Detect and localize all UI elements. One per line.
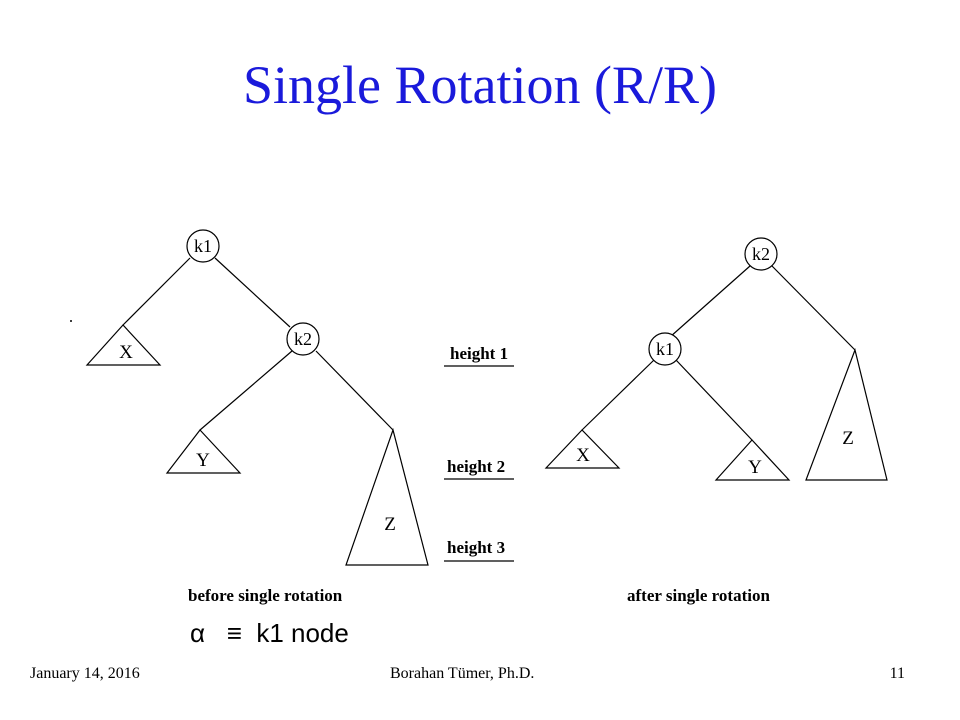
edge-after-k2-k1 [669,265,751,338]
edge-before-k2-z [315,350,394,431]
height-label-2: height 2 [447,457,505,476]
subtree-before-x-label: X [119,342,133,363]
subtree-after-x-label: X [576,445,590,466]
stray-dot [70,320,72,322]
edge-after-k2-z [771,265,856,351]
subtree-after-z [805,347,888,481]
footer-page-number: 11 [889,665,905,682]
slide-title: Single Rotation (R/R) [242,55,717,115]
caption-before: before single rotation [188,586,343,605]
subtree-before-z [345,427,429,566]
node-before-root-label: k1 [194,236,212,256]
footer-author: Borahan Tümer, Ph.D. [390,665,535,682]
node-after-child [648,332,682,366]
edge-before-k1-k2 [214,257,291,328]
subtree-before-y-label: Y [196,450,210,471]
legend: α ≡ k1 node [190,618,349,649]
edge-after-k1-x [581,359,655,431]
node-after-child-label: k1 [656,339,674,359]
edge-before-k2-y [199,350,293,431]
subtree-after-y-label: Y [748,457,762,478]
node-after-root [744,237,778,271]
subtree-before-x [85,324,162,366]
footer-date: January 14, 2016 [30,665,140,682]
node-before-child [286,322,320,356]
equiv-symbol: ≡ [226,618,242,648]
alpha-symbol: α [190,618,206,648]
node-before-root [186,229,220,263]
node-before-child-label: k2 [294,329,312,349]
subtree-before-z-label: Z [384,514,396,535]
subtree-before-y [165,429,242,474]
edge-before-k1-x [122,257,191,326]
caption-after: after single rotation [627,586,770,605]
height-label-3: height 3 [447,538,505,557]
subtree-after-x [544,429,621,469]
legend-text: k1 node [256,618,349,648]
subtree-after-z-label: Z [842,428,854,449]
edge-after-k1-y [675,359,753,441]
subtree-after-y [714,439,791,481]
node-after-root-label: k2 [752,244,770,264]
height-label-1: height 1 [450,344,508,363]
